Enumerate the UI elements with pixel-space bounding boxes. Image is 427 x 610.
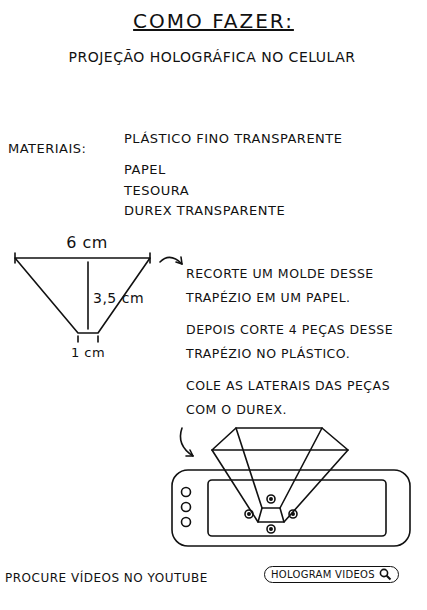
dimension-tick xyxy=(15,253,150,263)
label-text: 1 cm xyxy=(58,344,118,362)
label-text: COLE AS LATERAIS DAS PEÇAS COM O DUREX. xyxy=(186,374,420,422)
phone-button xyxy=(182,503,191,512)
pyramid-top xyxy=(212,428,348,450)
image-dot xyxy=(270,528,272,530)
image-circle xyxy=(245,510,253,518)
label-text: DEPOIS CORTE 4 PEÇAS DESSE TRAPÉZIO NO P… xyxy=(186,318,420,366)
phone-button xyxy=(182,488,191,497)
image-dot xyxy=(270,498,272,500)
label-text: PROCURE VÍDEOS NO YOUTUBE xyxy=(5,568,255,588)
image-circle xyxy=(267,525,275,533)
curved-arrow xyxy=(180,428,193,456)
image-circle xyxy=(267,495,275,503)
phone-button xyxy=(182,518,191,527)
image-dot xyxy=(248,513,250,515)
label-text: 3,5 cm xyxy=(93,288,163,308)
image-dot xyxy=(292,513,294,515)
search-text: HOLOGRAM VIDEOS xyxy=(271,569,375,580)
arrow-head xyxy=(176,257,182,264)
arrow-head xyxy=(186,450,193,456)
phone-body xyxy=(172,470,410,546)
page-title: COMO FAZER: xyxy=(0,6,427,36)
curved-arrow xyxy=(160,257,182,264)
label-text: PLÁSTICO FINO TRANSPARENTE xyxy=(124,129,422,149)
search-box: HOLOGRAM VIDEOS xyxy=(264,566,399,583)
label-text: DUREX TRANSPARENTE xyxy=(124,201,422,221)
label-text: PROJEÇÃO HOLOGRÁFICA NO CELULAR xyxy=(62,42,362,72)
label-text: PAPEL xyxy=(124,160,422,180)
pyramid-base xyxy=(258,508,284,522)
label-text: MATERIAIS: xyxy=(8,139,120,159)
image-circle xyxy=(289,510,297,518)
label-text: 6 cm xyxy=(42,233,132,253)
label-text: TESOURA xyxy=(124,181,422,201)
dimension-tick xyxy=(78,336,98,342)
magnifier-icon xyxy=(379,568,392,581)
label-text: RECORTE UM MOLDE DESSE TRAPÉZIO EM UM PA… xyxy=(186,262,420,310)
pyramid-edge xyxy=(212,428,348,522)
height-line xyxy=(87,262,89,329)
